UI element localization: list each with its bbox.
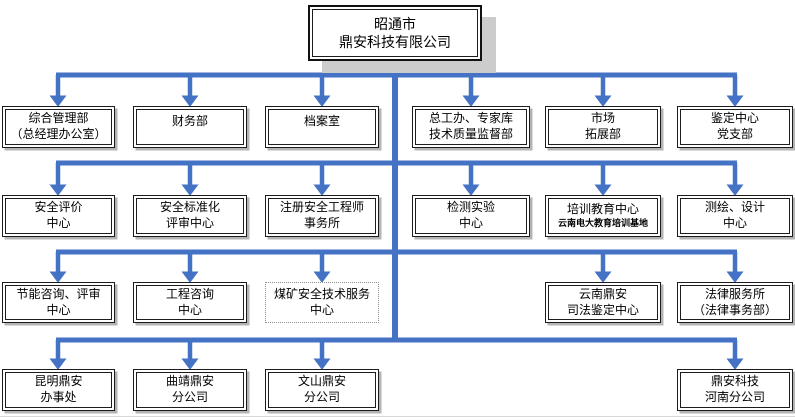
node-label: （法律事务部） (692, 302, 777, 317)
node-label: 评审中心 (165, 216, 214, 230)
node-label: 综合管理部 (28, 111, 89, 126)
node-label: 拓展部 (584, 127, 621, 141)
node-wenshan-branch: 文山鼎安 分公司 (265, 369, 379, 411)
node-label: 中心 (46, 302, 71, 317)
node-registered-safety-engineer-office: 注册安全工程师 事务所 (265, 195, 379, 237)
node-archives-room: 档案室 (265, 106, 379, 148)
node-safety-evaluation-center: 安全评价 中心 (2, 195, 115, 237)
node-appraisal-party-branch: 鉴定中心 党支部 (677, 106, 793, 148)
node-yunnan-judicial-appraisal-center: 云南鼎安 司法鉴定中心 (545, 282, 661, 323)
node-label: 河南分公司 (704, 390, 765, 404)
node-legal-service-office: 法律服务所 （法律事务部） (677, 282, 793, 323)
node-label: 测绘、设计 (704, 200, 765, 215)
node-root-company: 昭通市 鼎安科技有限公司 (308, 5, 482, 61)
node-label: 昭通市 (374, 15, 416, 32)
node-safety-standardization-center: 安全标准化 评审中心 (133, 195, 247, 237)
node-label: 鼎安科技有限公司 (339, 34, 451, 50)
node-henan-branch: 鼎安科技 河南分公司 (677, 369, 793, 411)
node-label: 财务部 (171, 114, 208, 128)
node-label: 中心 (309, 302, 334, 317)
node-label: 分公司 (303, 390, 340, 404)
node-label: 培训教育中心 (566, 202, 639, 217)
node-label: 总工办、专家库 (428, 111, 513, 126)
node-qujing-branch: 曲靖鼎安 分公司 (133, 369, 247, 411)
node-label: 司法鉴定中心 (566, 302, 639, 317)
node-label: 办事处 (40, 390, 77, 404)
node-label: 档案室 (303, 114, 340, 128)
node-label: 党支部 (716, 127, 753, 141)
node-label: 中心 (46, 216, 71, 230)
node-market-expansion-dept: 市场 拓展部 (545, 106, 661, 148)
node-testing-lab-center: 检测实验 中心 (412, 195, 530, 237)
node-engineering-consulting-center: 工程咨询 中心 (133, 282, 247, 323)
node-label: 法律服务所 (704, 286, 765, 301)
node-label: 事务所 (303, 216, 340, 230)
node-label: 检测实验 (446, 200, 495, 215)
node-label: 中心 (458, 216, 483, 230)
node-label: （总经理办公室） (10, 127, 107, 141)
node-label: 中心 (722, 216, 747, 230)
node-label: 鼎安科技 (710, 374, 759, 389)
node-label: 煤矿安全技术服务 (273, 286, 370, 301)
node-label: 节能咨询、评审 (16, 286, 101, 301)
node-label: 鉴定中心 (710, 111, 759, 126)
node-finance-dept: 财务部 (133, 106, 247, 148)
node-label: 注册安全工程师 (279, 200, 364, 215)
node-label: 安全标准化 (159, 200, 220, 215)
node-kunming-office: 昆明鼎安 办事处 (2, 369, 115, 411)
node-label: 文山鼎安 (297, 374, 346, 389)
node-label: 曲靖鼎安 (165, 374, 214, 389)
node-training-education-center: 培训教育中心 云南电大教育培训基地 (545, 195, 661, 237)
node-surveying-design-center: 测绘、设计 中心 (677, 195, 793, 237)
node-energy-consulting-center: 节能咨询、评审 中心 (2, 282, 115, 323)
node-label: 云南鼎安 (578, 286, 627, 301)
node-label: 中心 (177, 302, 202, 317)
node-label: 分公司 (171, 390, 208, 404)
node-label: 昆明鼎安 (34, 374, 83, 389)
node-general-admin-dept: 综合管理部 （总经理办公室） (2, 106, 115, 148)
page-bottom-rule (0, 416, 795, 417)
node-label: 市场 (590, 111, 615, 126)
node-sublabel: 云南电大教育培训基地 (557, 217, 648, 228)
node-label: 安全评价 (34, 200, 83, 215)
node-label: 工程咨询 (165, 286, 214, 301)
node-coal-mine-safety-service-center: 煤矿安全技术服务 中心 (265, 282, 379, 323)
node-label: 技术质量监督部 (428, 127, 513, 141)
node-chief-engineer-office: 总工办、专家库 技术质量监督部 (412, 106, 530, 148)
